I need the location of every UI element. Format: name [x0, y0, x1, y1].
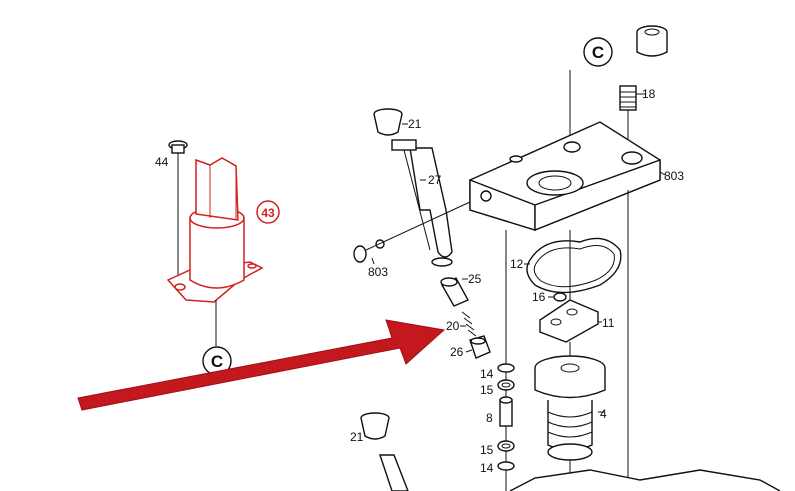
highlighted-part-43 [166, 140, 280, 346]
screw-803-left [353, 201, 471, 263]
callout-8: 8 [486, 411, 493, 425]
gasket-12 [526, 237, 622, 294]
callout-18: 18 [642, 87, 656, 101]
ref-c-top-label: C [592, 43, 604, 62]
seal-16 [553, 292, 567, 302]
ref-c-left-label: C [211, 352, 223, 371]
bottom-housing-fragment [509, 469, 781, 491]
callout-14-a: 14 [480, 367, 494, 381]
callout-12: 12 [510, 257, 524, 271]
plunger-assembly-bottom [360, 412, 409, 491]
reference-circle-top: C [569, 37, 613, 150]
callout-21-top: 21 [408, 117, 422, 131]
callout-16: 16 [532, 290, 546, 304]
callout-43: 43 [261, 206, 275, 220]
callout-803-top: 803 [664, 169, 684, 183]
callout-14-b: 14 [480, 461, 494, 475]
small-parts-stack [497, 363, 515, 471]
plate-11 [539, 299, 599, 343]
spring-parts [440, 277, 491, 359]
callout-25: 25 [468, 272, 482, 286]
callout-15-b: 15 [480, 443, 494, 457]
callout-11: 11 [602, 316, 615, 330]
callout-44: 44 [155, 155, 169, 169]
leader-lines [371, 123, 604, 413]
callout-27: 27 [428, 173, 442, 187]
callout-26: 26 [450, 345, 464, 359]
callout-15-a: 15 [480, 383, 494, 397]
callout-20: 20 [446, 319, 460, 333]
pump-housing [469, 121, 666, 232]
callout-803-left: 803 [368, 265, 388, 279]
callout-4: 4 [600, 407, 607, 421]
plunger-assembly-top [373, 108, 453, 267]
red-pointer-arrow-icon [77, 319, 446, 411]
callout-21-bottom: 21 [350, 430, 364, 444]
piston-4 [534, 355, 606, 491]
